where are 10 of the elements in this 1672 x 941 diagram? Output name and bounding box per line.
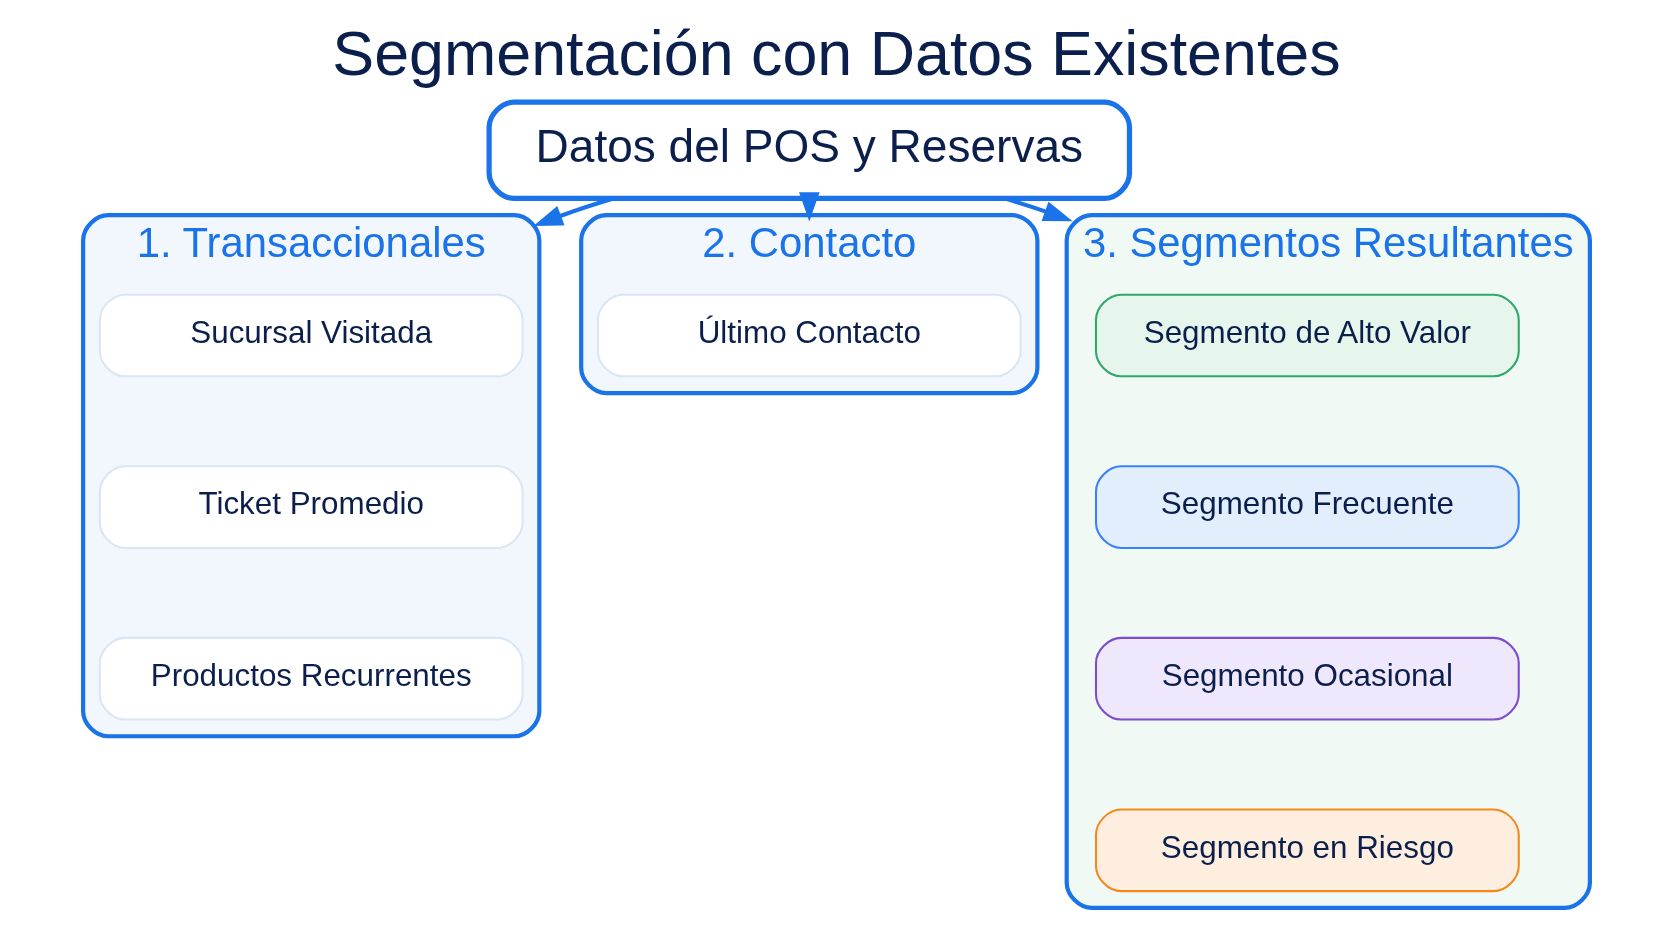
node-box: Productos Recurrentes [98, 636, 524, 721]
diagram-title: Segmentación con Datos Existentes [331, 17, 1341, 88]
node-box: Ticket Promedio [98, 465, 524, 549]
node-box: Segmento en Riesgo [1094, 808, 1520, 893]
arrow [798, 192, 820, 222]
node-box: Segmento de Alto Valor [1094, 293, 1520, 378]
node-box: Segmento Ocasional [1094, 636, 1520, 721]
node-box: Último Contacto [596, 293, 1022, 378]
node-box: Sucursal Visitada [98, 293, 524, 378]
node-box: Segmento Frecuente [1094, 465, 1520, 549]
